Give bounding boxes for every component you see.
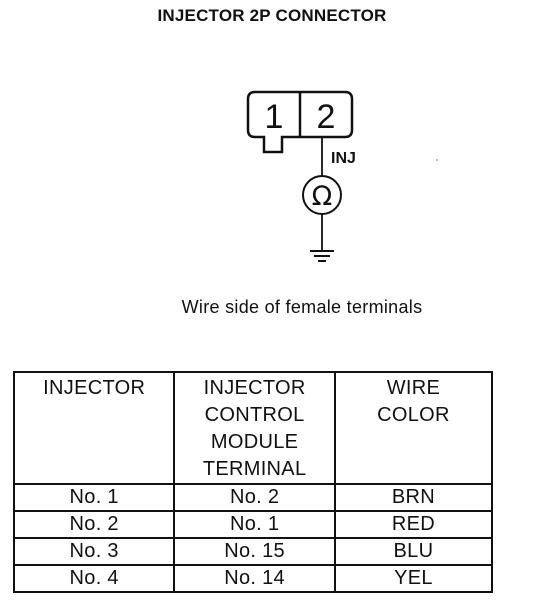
ohm-symbol-icon: Ω <box>312 181 333 212</box>
pin-1-label: 1 <box>265 98 284 136</box>
table-row: No. 4 No. 14 YEL <box>12 564 494 593</box>
cell-wire-color: BRN <box>333 483 494 512</box>
inj-wire-label: INJ <box>331 150 356 167</box>
injector-table: INJECTOR INJECTOR CONTROL MODULE TERMINA… <box>12 371 494 593</box>
header-wire-color: WIRE COLOR <box>333 371 494 485</box>
scan-speck <box>436 159 438 161</box>
header-injector: INJECTOR <box>12 371 176 485</box>
table-row: No. 3 No. 15 BLU <box>12 537 494 566</box>
diagram-caption: Wire side of female terminals <box>181 297 423 317</box>
cell-wire-color: YEL <box>333 564 494 593</box>
table-row: No. 2 No. 1 RED <box>12 510 494 539</box>
header-control-module-terminal: INJECTOR CONTROL MODULE TERMINAL <box>173 371 336 485</box>
cell-terminal: No. 15 <box>173 537 336 566</box>
table-header-row: INJECTOR INJECTOR CONTROL MODULE TERMINA… <box>12 371 494 485</box>
cell-wire-color: BLU <box>333 537 494 566</box>
diagram-title: INJECTOR 2P CONNECTOR <box>157 6 387 25</box>
cell-injector: No. 1 <box>12 483 176 512</box>
ground-icon <box>310 250 334 262</box>
cell-terminal: No. 2 <box>173 483 336 512</box>
cell-terminal: No. 1 <box>173 510 336 539</box>
cell-injector: No. 4 <box>12 564 176 593</box>
cell-injector: No. 3 <box>12 537 176 566</box>
connector-body <box>246 90 354 154</box>
cell-terminal: No. 14 <box>173 564 336 593</box>
cell-wire-color: RED <box>333 510 494 539</box>
pin-2-label: 2 <box>317 98 336 136</box>
cell-injector: No. 2 <box>12 510 176 539</box>
table-row: No. 1 No. 2 BRN <box>12 483 494 512</box>
connector-diagram: 1 2 INJ Ω <box>246 90 438 262</box>
